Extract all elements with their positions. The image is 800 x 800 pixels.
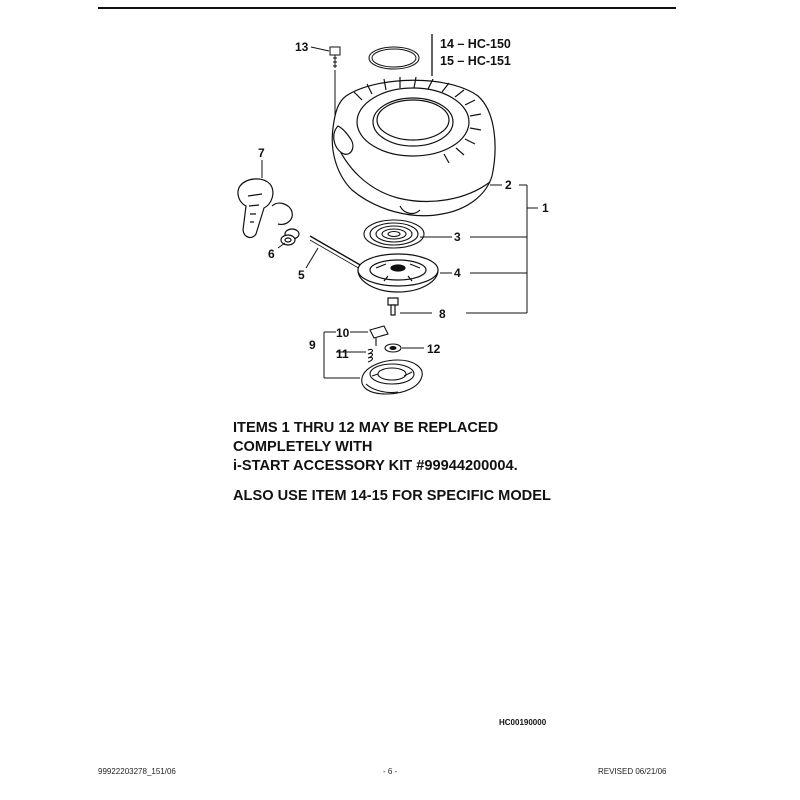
callout-7: 7 (258, 146, 265, 160)
replacement-notes: ITEMS 1 THRU 12 MAY BE REPLACED COMPLETE… (233, 419, 613, 506)
doc-number: 99922203278_151/06 (98, 767, 176, 776)
callout-9: 9 (309, 338, 316, 352)
ratchet-pawl-part (369, 325, 389, 346)
assembly-bracket (420, 184, 538, 314)
ratchet-bracket (323, 331, 424, 379)
o-ring-part-inner (371, 48, 417, 68)
starter-handle-part (237, 178, 293, 239)
bolt-part (329, 46, 341, 68)
page-number: - 6 - (383, 767, 398, 776)
leader-13 (310, 46, 330, 52)
starter-pulley-part (357, 253, 439, 293)
callout-6: 6 (268, 247, 275, 261)
starter-exploded-diagram: 13 7 6 5 9 10 11 12 8 4 3 2 1 14 – HC-15… (237, 34, 549, 395)
ratchet-assembly-part (361, 359, 423, 395)
rope-guide-part (280, 228, 300, 246)
note-line: i-START ACCESSORY KIT #99944200004. (233, 458, 518, 474)
washer-part (384, 343, 402, 353)
callout-12: 12 (427, 342, 441, 356)
starter-rope-part (309, 235, 363, 271)
leader-6 (277, 242, 286, 249)
callout-1: 1 (542, 201, 549, 215)
callout-11: 11 (336, 347, 349, 361)
callout-10: 10 (336, 326, 350, 340)
model-label-hc151: 15 – HC-151 (440, 54, 511, 68)
note-line: ITEMS 1 THRU 12 MAY BE REPLACED (233, 420, 499, 436)
model-label-hc150: 14 – HC-150 (440, 37, 511, 51)
diagram-code: HC00190000 (499, 718, 547, 727)
pulley-screw-part (387, 297, 399, 316)
callout-2: 2 (505, 178, 512, 192)
callout-8: 8 (439, 307, 446, 321)
leader-5 (305, 247, 319, 269)
callout-5: 5 (298, 268, 305, 282)
note-line: COMPLETELY WITH (233, 439, 373, 455)
callout-4: 4 (454, 266, 461, 280)
ratchet-spring-part (367, 348, 374, 363)
callout-13: 13 (295, 40, 309, 54)
revision-date: REVISED 06/21/06 (598, 767, 667, 776)
starter-cover-part (331, 76, 496, 217)
note-line: ALSO USE ITEM 14-15 FOR SPECIFIC MODEL (233, 488, 551, 504)
o-ring-part (368, 46, 420, 70)
callout-3: 3 (454, 230, 461, 244)
top-rule (98, 7, 676, 9)
recoil-spring-part (363, 219, 425, 249)
